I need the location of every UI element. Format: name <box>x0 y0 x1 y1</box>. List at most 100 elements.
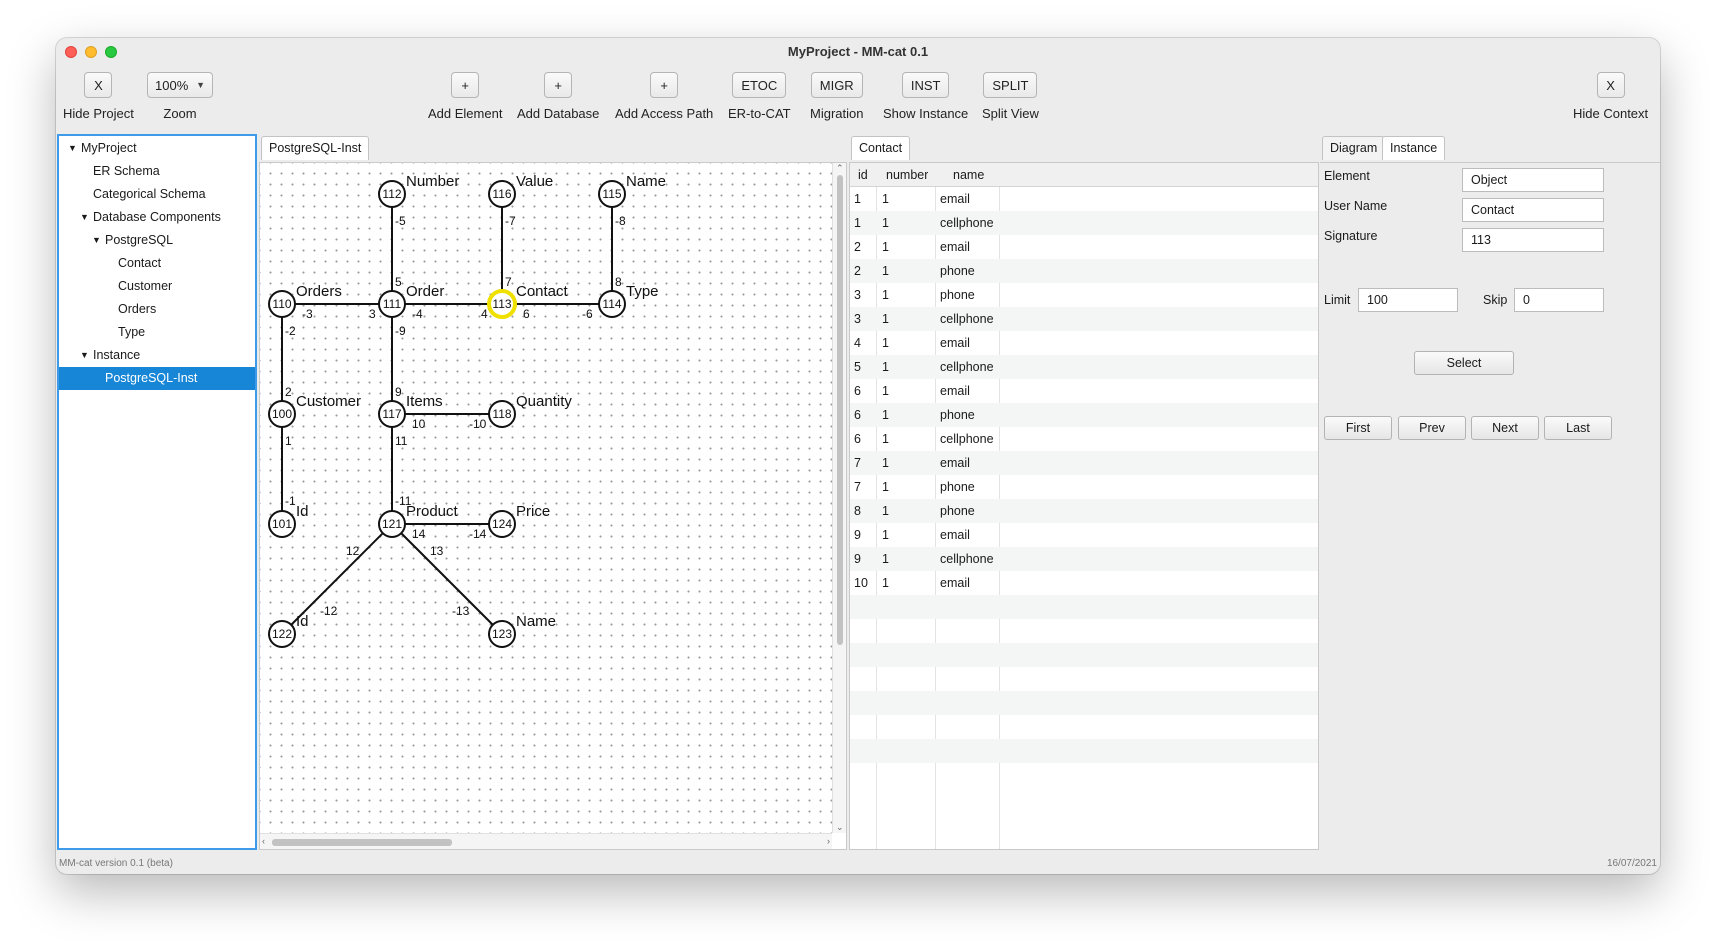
tab-postgresql-inst[interactable]: PostgreSQL-Inst <box>261 136 370 160</box>
node-circle[interactable] <box>378 400 406 428</box>
tab-diagram[interactable]: Diagram <box>1322 136 1386 160</box>
node-label: Name <box>626 173 666 190</box>
select-button[interactable]: Select <box>1414 351 1514 375</box>
user-name-field[interactable]: Contact <box>1462 198 1604 222</box>
signature-field[interactable]: 113 <box>1462 228 1604 252</box>
zoom-select[interactable]: 100% ▼ <box>147 72 213 98</box>
expand-arrow-icon[interactable]: ▼ <box>68 143 77 153</box>
expand-arrow-icon[interactable]: ▼ <box>80 212 89 222</box>
node-circle[interactable] <box>487 289 517 319</box>
skip-label: Skip <box>1483 293 1508 307</box>
node-circle[interactable] <box>378 180 406 208</box>
hide-context-button[interactable]: X <box>1596 72 1625 98</box>
node-circle[interactable] <box>268 400 296 428</box>
node-circle[interactable] <box>378 290 406 318</box>
expand-arrow-icon[interactable]: ▼ <box>80 350 89 360</box>
tab-contact[interactable]: Contact <box>851 136 911 160</box>
column-header-id[interactable]: id <box>858 168 868 182</box>
edge-label-forward: 2 <box>285 385 292 399</box>
etoc-button[interactable]: ETOC <box>732 72 787 98</box>
next-button[interactable]: Next <box>1471 416 1539 440</box>
inst-button[interactable]: INST <box>901 72 950 98</box>
split-button[interactable]: SPLIT <box>983 72 1038 98</box>
tree-item-postgresql[interactable]: ▼ PostgreSQL <box>59 229 255 252</box>
cell-number: 1 <box>882 192 889 206</box>
node-circle[interactable] <box>378 510 406 538</box>
add-element-tool: + Add Element <box>428 72 502 121</box>
tab-instance[interactable]: Instance <box>1382 136 1446 160</box>
node-circle[interactable] <box>598 180 626 208</box>
cell-name: cellphone <box>940 312 994 326</box>
scroll-thumb[interactable] <box>272 839 452 846</box>
tree-item-postgresql-inst[interactable]: PostgreSQL-Inst <box>59 367 255 390</box>
tree-item-type[interactable]: Type <box>59 321 255 344</box>
zoom-value: 100% <box>155 77 189 93</box>
migr-button[interactable]: MIGR <box>810 72 863 98</box>
tree-item-database-components[interactable]: ▼ Database Components <box>59 206 255 229</box>
scroll-down-icon[interactable]: ⌄ <box>836 822 844 832</box>
node-circle[interactable] <box>488 180 516 208</box>
edge-line[interactable] <box>391 523 503 635</box>
add-element-button[interactable]: + <box>451 72 480 98</box>
tree-item-er-schema[interactable]: ER Schema <box>59 160 255 183</box>
tree-item-customer[interactable]: Customer <box>59 275 255 298</box>
expand-arrow-icon[interactable]: ▼ <box>92 235 101 245</box>
edge-line[interactable] <box>281 523 393 635</box>
scroll-left-icon[interactable]: ‹ <box>262 836 265 846</box>
node-circle[interactable] <box>268 290 296 318</box>
node-circle[interactable] <box>598 290 626 318</box>
horizontal-scrollbar[interactable]: ‹ › <box>260 833 832 849</box>
element-field[interactable]: Object <box>1462 168 1604 192</box>
add-access-path-button[interactable]: + <box>650 72 679 98</box>
close-window-button[interactable] <box>65 46 77 58</box>
maximize-window-button[interactable] <box>105 46 117 58</box>
scroll-right-icon[interactable]: › <box>827 836 830 846</box>
tree-item-myproject[interactable]: ▼ MyProject <box>59 137 255 160</box>
project-tree[interactable]: ▼ MyProject ER Schema Categorical Schema… <box>57 134 257 850</box>
last-button[interactable]: Last <box>1544 416 1612 440</box>
first-button[interactable]: First <box>1324 416 1392 440</box>
limit-field[interactable]: 100 <box>1358 288 1458 312</box>
tree-item-orders[interactable]: Orders <box>59 298 255 321</box>
column-header-name[interactable]: name <box>953 168 985 182</box>
minimize-window-button[interactable] <box>85 46 97 58</box>
vertical-scrollbar[interactable]: ⌃ ⌄ <box>832 163 846 833</box>
node-circle[interactable] <box>488 620 516 648</box>
node-circle[interactable] <box>268 620 296 648</box>
edge-label-forward: 12 <box>346 544 360 558</box>
column-header-number[interactable]: number <box>886 168 929 182</box>
prev-button[interactable]: Prev <box>1398 416 1466 440</box>
cell-name: cellphone <box>940 216 994 230</box>
scroll-thumb[interactable] <box>837 175 843 645</box>
tree-item-instance[interactable]: ▼ Instance <box>59 344 255 367</box>
node-circle[interactable] <box>268 510 296 538</box>
hide-project-button[interactable]: X <box>84 72 113 98</box>
tree-item-contact[interactable]: Contact <box>59 252 255 275</box>
node-circle[interactable] <box>488 510 516 538</box>
skip-field[interactable]: 0 <box>1514 288 1604 312</box>
tree-item-categorical-schema[interactable]: Categorical Schema <box>59 183 255 206</box>
scroll-up-icon[interactable]: ⌃ <box>836 163 844 173</box>
node-circle[interactable] <box>488 400 516 428</box>
add-database-button[interactable]: + <box>544 72 573 98</box>
